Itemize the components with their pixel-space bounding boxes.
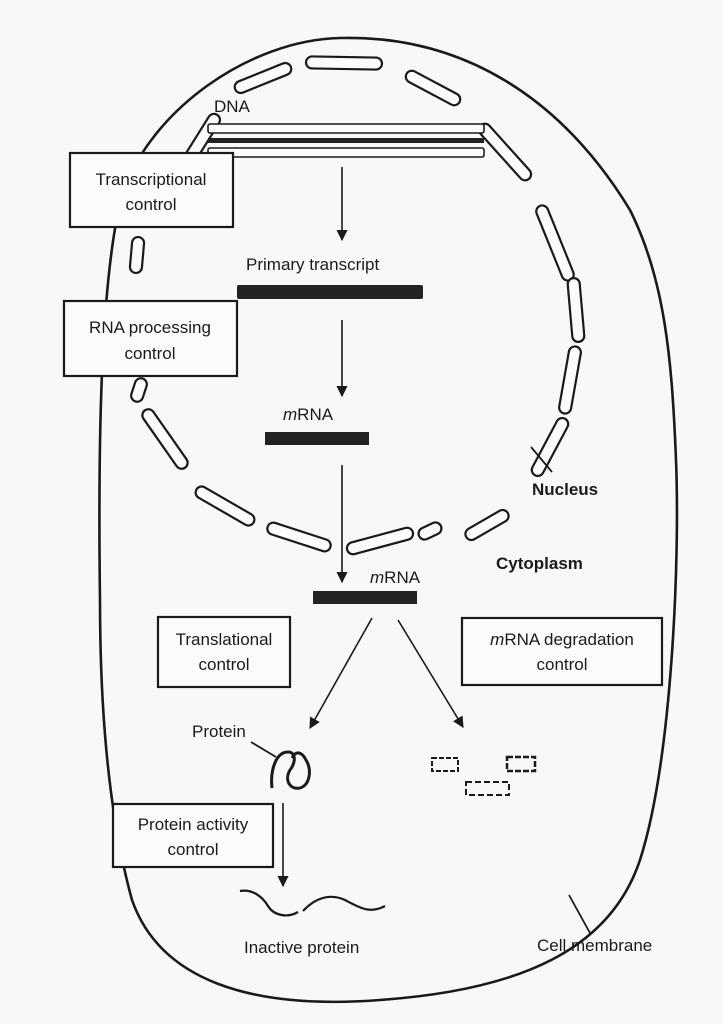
- degraded-mrna-fragments: [431, 755, 537, 796]
- mrna-nucleus-label: mRNA: [283, 405, 334, 424]
- inactive-protein-label: Inactive protein: [244, 938, 359, 957]
- primary-transcript-label: Primary transcript: [246, 255, 379, 274]
- mrna-degradation-control-line1: mRNA degradation: [490, 630, 634, 649]
- dna-double-strand: [207, 123, 485, 158]
- cell-membrane-leader-line: [568, 894, 591, 934]
- arrow-translation: [309, 617, 373, 729]
- translational-control-box: Translational control: [156, 615, 292, 689]
- translational-control-line1: Translational: [176, 630, 273, 649]
- rna-processing-control-line2: control: [124, 344, 175, 363]
- protein-activity-control-line1: Protein activity: [138, 815, 249, 834]
- protein-activity-control-line2: control: [167, 840, 218, 859]
- folded-protein-icon: [270, 750, 311, 790]
- translational-control-line2: control: [198, 655, 249, 674]
- nucleus-leader-line: [530, 446, 553, 473]
- nucleus-label: Nucleus: [532, 480, 598, 499]
- arrow-degradation: [397, 619, 464, 728]
- inactive-protein-icon: [239, 889, 386, 917]
- mrna-degradation-control-line2: control: [536, 655, 587, 674]
- mrna-cytoplasm-label: mRNA: [370, 568, 421, 587]
- dna-label: DNA: [214, 97, 251, 116]
- cell-membrane-label: Cell membrane: [537, 936, 652, 955]
- primary-transcript-strand: [237, 285, 423, 299]
- transcriptional-control-box: Transcriptional control: [68, 151, 235, 229]
- mrna-degradation-control-box: mRNA degradation control: [460, 616, 664, 687]
- transcriptional-control-line1: Transcriptional: [96, 170, 207, 189]
- cell-membrane: [98, 36, 679, 1004]
- rna-processing-control-line1: RNA processing: [89, 318, 211, 337]
- protein-leader-line: [250, 741, 277, 758]
- mrna-cytoplasm-strand: [313, 591, 417, 604]
- mrna-nucleus-strand: [265, 432, 369, 445]
- rna-processing-control-box: RNA processing control: [62, 299, 239, 378]
- nuclear-envelope: [128, 55, 586, 556]
- cytoplasm-label: Cytoplasm: [496, 554, 583, 573]
- protein-label: Protein: [192, 722, 246, 741]
- protein-activity-control-box: Protein activity control: [111, 802, 275, 869]
- transcriptional-control-line2: control: [125, 195, 176, 214]
